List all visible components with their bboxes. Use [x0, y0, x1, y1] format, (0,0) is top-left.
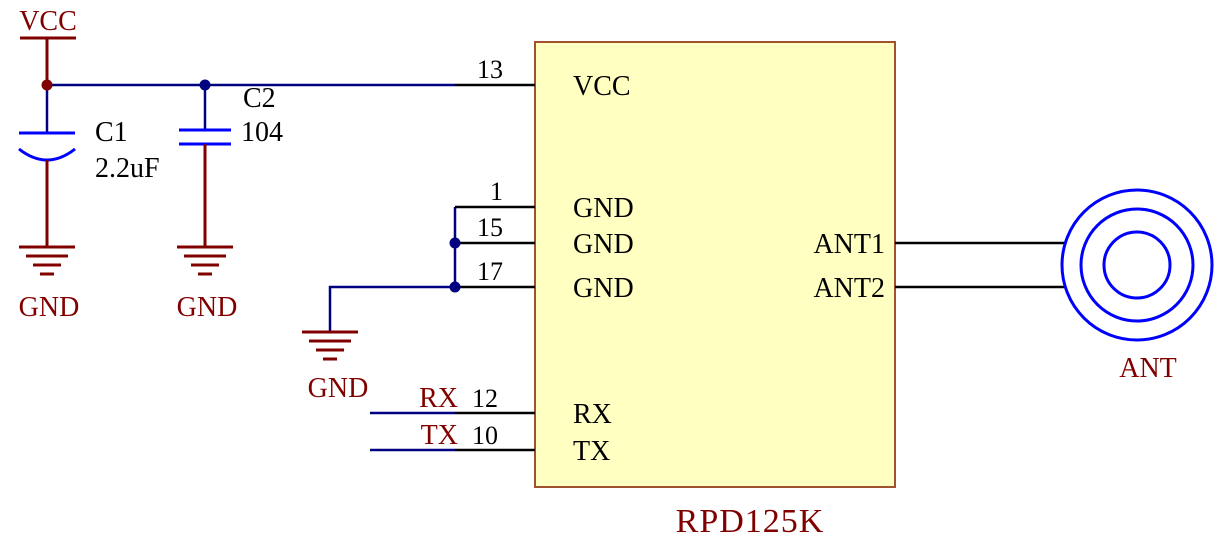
c1-designator: C1 [95, 117, 128, 148]
rx-net: RX [370, 383, 458, 415]
antenna-inner-circle [1102, 230, 1172, 300]
gnd-power-port-c1: GND [19, 160, 80, 323]
pin-1: 1 GND [455, 177, 634, 224]
pin-ant1-name: ANT1 [813, 229, 885, 260]
pin-ant1: ANT1 [813, 229, 1065, 260]
junction-dot-c2 [199, 79, 211, 91]
tx-net: TX [370, 420, 458, 452]
gnd-c2-label: GND [177, 292, 238, 323]
pin-13-name: VCC [573, 71, 631, 102]
pin-12: 12 RX [455, 384, 612, 430]
pin-13-number: 13 [477, 55, 503, 84]
c1-bottom-plate-arc [18, 147, 76, 162]
pin-17-name: GND [573, 273, 634, 304]
pin-10-number: 10 [472, 421, 498, 450]
junction-dot-gnd15 [449, 237, 461, 249]
capacitor-c1: C1 2.2uF [18, 85, 160, 184]
rx-net-label: RX [419, 383, 458, 414]
pin-15-name: GND [573, 229, 634, 260]
pin-1-number: 1 [490, 177, 503, 206]
antenna-middle-circle [1079, 207, 1195, 323]
c2-designator: C2 [243, 83, 276, 114]
vcc-port-label: VCC [19, 6, 77, 37]
c1-value: 2.2uF [95, 153, 160, 184]
gnd-power-port-mid: GND [302, 207, 457, 404]
antenna-outer-circle [1060, 188, 1214, 342]
junction-dot-gnd17 [449, 281, 461, 293]
ic-body [534, 41, 896, 488]
antenna-symbol: ANT [1060, 188, 1214, 384]
pin-17-number: 17 [477, 257, 503, 286]
gnd-power-port-c2: GND [177, 144, 238, 323]
pin-15-number: 15 [477, 213, 503, 242]
pin-1-name: GND [573, 193, 634, 224]
junction-dot-vcc [41, 79, 53, 91]
ic-rpd125k: 13 VCC 1 GND 15 GND 17 GND 12 RX 10 TX [455, 41, 1065, 540]
capacitor-c2: C2 104 [179, 83, 283, 148]
pin-10-name: TX [573, 436, 610, 467]
pin-ant2-name: ANT2 [813, 273, 885, 304]
gnd-c1-label: GND [19, 292, 80, 323]
gnd-mid-label: GND [308, 373, 369, 404]
pin-10: 10 TX [455, 421, 610, 467]
ic-designator: RPD125K [676, 503, 825, 540]
pin-13: 13 VCC [455, 55, 631, 102]
pin-ant2: ANT2 [813, 273, 1065, 304]
pin-12-number: 12 [472, 384, 498, 413]
c2-value: 104 [241, 117, 283, 148]
antenna-label: ANT [1119, 353, 1177, 384]
gnd-bus-wire [328, 207, 457, 332]
pin-17: 17 GND [455, 257, 634, 304]
pin-15: 15 GND [455, 213, 634, 260]
vcc-power-port: VCC [19, 6, 77, 85]
pin-12-name: RX [573, 399, 612, 430]
tx-net-label: TX [421, 420, 458, 451]
